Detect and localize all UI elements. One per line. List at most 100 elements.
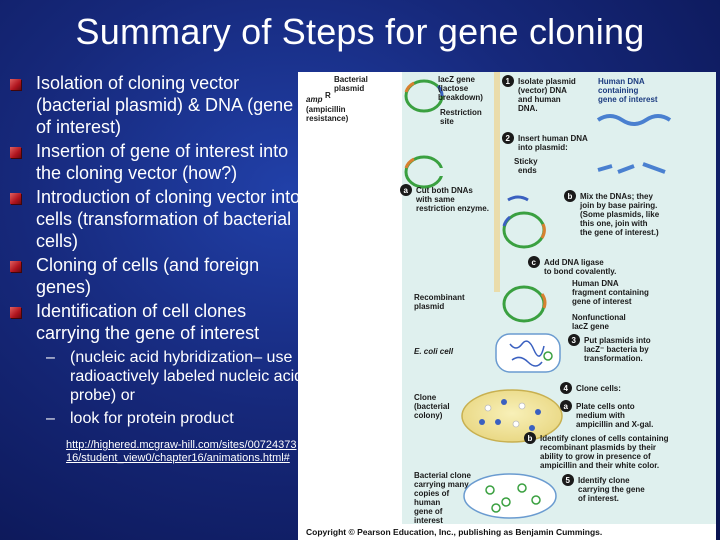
insert-segment	[540, 223, 546, 239]
dna-fragments	[597, 162, 666, 174]
svg-text:(lactose: (lactose	[438, 84, 469, 93]
step-4-badge	[560, 382, 572, 394]
svg-text:site: site	[440, 117, 454, 126]
svg-text:Put plasmids into: Put plasmids into	[584, 336, 651, 345]
step-3-text: Put plasmids into lacZ⁻ bacteria by tran…	[584, 336, 651, 363]
svg-text:Isolate plasmid: Isolate plasmid	[518, 77, 576, 86]
copyright-text: Copyright © Pearson Education, Inc., pub…	[306, 527, 602, 537]
cloning-diagram: Bacterial plasmid amp R (ampicillin resi…	[298, 72, 716, 540]
bullet-text: Identification of cell clones carrying t…	[36, 301, 260, 343]
svg-text:of interest.: of interest.	[578, 494, 619, 503]
svg-text:to bond covalently.: to bond covalently.	[544, 267, 616, 276]
svg-text:Mix the DNAs; they: Mix the DNAs; they	[580, 192, 653, 201]
svg-text:recombinant plasmids by their: recombinant plasmids by their	[540, 443, 656, 452]
bullet-item: Insertion of gene of interest into the c…	[4, 140, 304, 184]
svg-text:3: 3	[572, 336, 577, 345]
svg-text:resistance): resistance)	[306, 114, 349, 123]
svg-text:copies of: copies of	[414, 489, 449, 498]
svg-text:(ampicillin: (ampicillin	[306, 105, 346, 114]
step-5-badge	[562, 474, 574, 486]
svg-text:Add DNA ligase: Add DNA ligase	[544, 258, 604, 267]
bullet-square-icon	[10, 261, 21, 272]
svg-text:Human DNA: Human DNA	[572, 279, 619, 288]
step-c-badge	[528, 256, 540, 268]
figure-background-panel	[402, 72, 716, 524]
bullet-text: Insertion of gene of interest into the c…	[36, 141, 289, 183]
bacterial-chromosome	[509, 340, 545, 367]
step-4a-text: Plate cells onto medium with ampicillin …	[576, 402, 653, 429]
bullet-text: Isolation of cloning vector (bacterial p…	[36, 73, 294, 137]
svg-text:human: human	[414, 498, 440, 507]
bullet-item: Introduction of cloning vector into cell…	[4, 186, 304, 252]
svg-text:(bacterial: (bacterial	[414, 402, 450, 411]
svg-text:Cut both DNAs: Cut both DNAs	[416, 186, 473, 195]
svg-text:E. coli cell: E. coli cell	[414, 347, 454, 356]
svg-text:Restriction: Restriction	[440, 108, 482, 117]
svg-text:this one, join with: this one, join with	[580, 219, 648, 228]
svg-text:restriction enzyme.: restriction enzyme.	[416, 204, 489, 213]
svg-text:join by base pairing.: join by base pairing.	[579, 201, 657, 210]
svg-text:(vector) DNA: (vector) DNA	[518, 86, 567, 95]
svg-text:ability to grow in presence of: ability to grow in presence of	[540, 452, 651, 461]
sub-bullet-item: – look for protein product	[4, 409, 304, 428]
ampr-segment	[404, 157, 415, 169]
petri-dish	[461, 389, 563, 443]
bullet-square-icon	[10, 307, 21, 318]
process-arrow-band	[494, 72, 500, 292]
svg-text:DNA.: DNA.	[518, 104, 538, 113]
step-a-badge	[400, 184, 412, 196]
bullet-square-icon	[10, 193, 21, 204]
step-4a-badge	[560, 400, 572, 412]
step-5-text: Identify clone carrying the gene of inte…	[578, 476, 645, 503]
svg-text:the gene of interest.): the gene of interest.)	[580, 228, 659, 237]
svg-text:transformation.: transformation.	[584, 354, 643, 363]
animation-link[interactable]: http://highered.mcgraw-hill.com/sites/00…	[66, 439, 297, 464]
step-2-badge	[502, 132, 514, 144]
svg-text:Nonfunctional: Nonfunctional	[572, 313, 626, 322]
label-recombinant-plasmid: Recombinant plasmid	[414, 293, 465, 311]
bullet-text: Introduction of cloning vector into cell…	[36, 187, 301, 251]
svg-text:with same: with same	[415, 195, 455, 204]
sub-bullet-text: (nucleic acid hybridization– use radioac…	[70, 349, 304, 404]
svg-text:lacZ gene: lacZ gene	[438, 75, 475, 84]
bacterial-colonies	[479, 399, 541, 431]
svg-text:gene of interest: gene of interest	[598, 95, 658, 104]
svg-text:plasmid: plasmid	[334, 84, 364, 93]
plasmid-in-cell	[543, 351, 553, 361]
svg-text:carrying the gene: carrying the gene	[578, 485, 645, 494]
bullet-square-icon	[10, 79, 21, 90]
svg-text:Bacterial clone: Bacterial clone	[414, 471, 471, 480]
human-dna-strand	[596, 114, 672, 126]
step-a-text: Cut both DNAs with same restriction enzy…	[415, 186, 489, 213]
bullet-item: Identification of cell clones carrying t…	[4, 300, 304, 344]
clone-plasmids	[485, 483, 541, 513]
svg-text:Clone: Clone	[414, 393, 437, 402]
svg-text:1: 1	[506, 77, 511, 86]
svg-text:Identify clone: Identify clone	[578, 476, 630, 485]
bullet-list: Isolation of cloning vector (bacterial p…	[4, 72, 304, 428]
svg-text:breakdown): breakdown)	[438, 93, 483, 102]
label-sticky-ends: Sticky ends	[514, 157, 538, 175]
svg-text:amp: amp	[306, 95, 323, 104]
svg-text:ends: ends	[518, 166, 537, 175]
svg-text:Insert human DNA: Insert human DNA	[518, 134, 588, 143]
label-bacterial-plasmid: Bacterial plasmid	[334, 75, 368, 93]
svg-text:a: a	[404, 186, 409, 195]
step-1-badge	[502, 75, 514, 87]
svg-text:gene of interest: gene of interest	[572, 297, 632, 306]
slide-title: Summary of Steps for gene cloning	[75, 11, 645, 52]
label-clone: Clone (bacterial colony)	[414, 393, 450, 420]
step-1-text: Isolate plasmid (vector) DNA and human D…	[518, 77, 576, 113]
bullet-text: Cloning of cells (and foreign genes)	[36, 255, 260, 297]
label-human-dna: Human DNA containing gene of interest	[598, 77, 658, 104]
label-ampr: amp R	[306, 91, 331, 104]
svg-text:fragment containing: fragment containing	[572, 288, 649, 297]
svg-text:b: b	[528, 434, 533, 443]
step-4-text: Clone cells:	[576, 384, 621, 393]
step-4b-badge	[524, 432, 536, 444]
step-b-badge	[564, 190, 576, 202]
label-human-dna-fragment: Human DNA fragment containing gene of in…	[572, 279, 649, 306]
sub-bullet-item: – (nucleic acid hybridization– use radio…	[4, 348, 304, 405]
svg-text:lacZ gene: lacZ gene	[572, 322, 609, 331]
dash-icon: –	[46, 349, 55, 366]
